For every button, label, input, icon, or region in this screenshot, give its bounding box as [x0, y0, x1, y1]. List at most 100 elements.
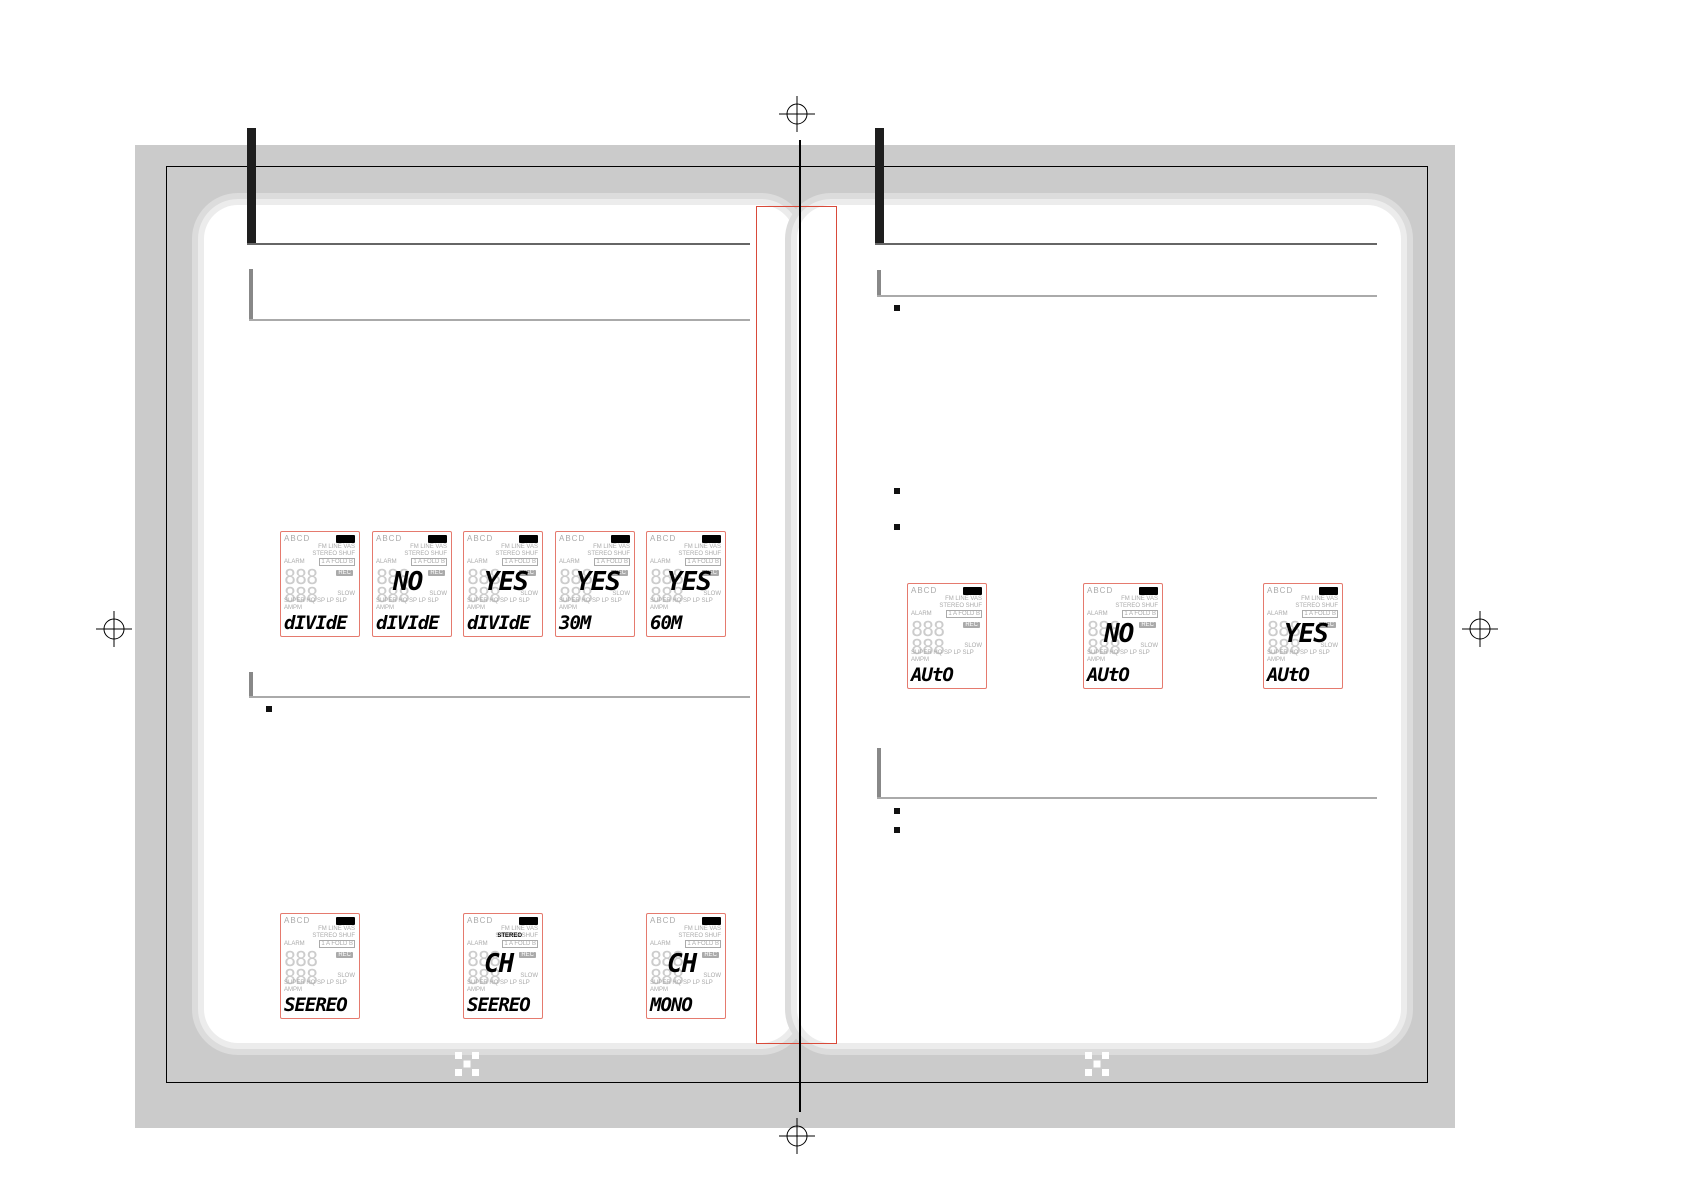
left-header-rule	[247, 243, 750, 245]
registration-mark-left	[96, 611, 132, 647]
battery-icon	[428, 535, 447, 543]
lcd-slow-label: SLOW	[520, 591, 538, 597]
lcd-bottom-text: AUtO	[1087, 664, 1130, 686]
lcd-track-letters: ABCD	[467, 916, 494, 925]
lcd-track-letters: ABCD	[467, 534, 494, 543]
lcd-bottom-text: dIVIdE	[376, 612, 440, 634]
lcd-slow-label: SLOW	[964, 643, 982, 649]
right-section1-bar	[877, 270, 881, 295]
lcd-quality-labels: SUPER HQ SP LP SLP AMPM	[376, 598, 439, 611]
spine-line	[799, 140, 801, 1112]
left-section2-bar	[249, 672, 253, 697]
lcd-main-text: YES	[667, 567, 712, 597]
lcd-quality-labels: SUPER HQ SP LP SLP AMPM	[284, 980, 347, 993]
battery-icon	[611, 535, 630, 543]
lcd-bottom-text: 30M	[559, 612, 591, 634]
lcd-bottom-text: AUtO	[911, 664, 954, 686]
lcd-slow-label: SLOW	[337, 973, 355, 979]
lcd-bottom-text: MONO	[650, 994, 693, 1016]
battery-icon	[963, 587, 982, 595]
lcd-ghost-digits: 888 888	[559, 565, 593, 607]
lcd-ghost-digits: 888 888	[650, 947, 684, 989]
registration-mark-bottom	[779, 1118, 815, 1154]
registration-mark-top	[779, 96, 815, 132]
lcd-mode-labels: FM LINE VAS STEREO SHUF	[404, 544, 447, 557]
lcd-ghost-digits: 888 888	[284, 947, 318, 989]
battery-icon	[1319, 587, 1338, 595]
battery-icon	[702, 535, 721, 543]
lcd-slow-label: SLOW	[520, 973, 538, 979]
lcd-quality-labels: SUPER HQ SP LP SLP AMPM	[1267, 650, 1330, 663]
right-chapter-tab	[875, 128, 884, 244]
lcd-quality-labels: SUPER HQ SP LP SLP AMPM	[1087, 650, 1150, 663]
left-chapter-tab	[247, 128, 256, 244]
right-section1-rule	[877, 295, 1377, 297]
lcd-ghost-digits: 888 888	[650, 565, 684, 607]
lcd-ghost-digits: 888 888	[1087, 617, 1121, 659]
right-bullet-2	[894, 488, 900, 494]
right-bullet-3	[894, 524, 900, 530]
lcd-bottom-text: AUtO	[1267, 664, 1310, 686]
lcd-ghost-digits: 888 888	[467, 947, 501, 989]
lcd-quality-labels: SUPER HQ SP LP SLP AMPM	[467, 980, 530, 993]
battery-icon	[1139, 587, 1158, 595]
lcd-alarm-label: ALARM	[650, 559, 671, 565]
lcd-main-text: CH	[484, 949, 514, 979]
lcd-rec-badge: REC	[702, 952, 719, 958]
lcd-quality-labels: SUPER HQ SP LP SLP AMPM	[559, 598, 622, 611]
lcd-rec-badge: REC	[519, 570, 536, 576]
lcd-mode-labels: FM LINE VAS STEREO SHUF	[939, 596, 982, 609]
lcd-alarm-label: ALARM	[467, 559, 488, 565]
lcd-alarm-label: ALARM	[650, 941, 671, 947]
lcd-rec-badge: REC	[963, 622, 980, 628]
lcd-track-letters: ABCD	[559, 534, 586, 543]
lcd-rec-badge: REC	[519, 952, 536, 958]
lcd-mode-labels: FM LINE VAS STEREO SHUF	[587, 544, 630, 557]
lcd-rec-badge: REC	[336, 570, 353, 576]
right-footer-marker-icon	[1085, 1052, 1109, 1076]
battery-icon	[519, 535, 538, 543]
lcd-rec-badge: REC	[428, 570, 445, 576]
lcd-quality-labels: SUPER HQ SP LP SLP AMPM	[650, 598, 713, 611]
lcd-alarm-label: ALARM	[559, 559, 580, 565]
lcd-quality-labels: SUPER HQ SP LP SLP AMPM	[911, 650, 974, 663]
left-bullet	[266, 706, 272, 712]
battery-icon	[336, 535, 355, 543]
lcd-slow-label: SLOW	[1320, 643, 1338, 649]
lcd-main-text: CH	[667, 949, 697, 979]
lcd-ghost-digits: 888 888	[284, 565, 318, 607]
lcd-slow-label: SLOW	[703, 973, 721, 979]
lcd-alarm-label: ALARM	[376, 559, 397, 565]
battery-icon	[519, 917, 538, 925]
lcd-afold-label: 1 A FOLD B	[502, 940, 538, 948]
right-header-rule	[875, 243, 1377, 245]
lcd-mode-labels: FM LINE VAS STEREO SHUF	[678, 544, 721, 557]
lcd-ghost-digits: 888 888	[1267, 617, 1301, 659]
lcd-rec-badge: REC	[611, 570, 628, 576]
lcd-slow-label: SLOW	[429, 591, 447, 597]
lcd-afold-label: 1 A FOLD B	[946, 610, 982, 618]
lcd-main-text: YES	[1284, 619, 1329, 649]
lcd-afold-label: 1 A FOLD B	[319, 558, 355, 566]
lcd-rec-badge: REC	[336, 952, 353, 958]
lcd-afold-label: 1 A FOLD B	[685, 940, 721, 948]
left-section2-rule	[249, 696, 750, 698]
battery-icon	[336, 917, 355, 925]
lcd-afold-label: 1 A FOLD B	[594, 558, 630, 566]
lcd-alarm-label: ALARM	[911, 611, 932, 617]
right-bullet-1	[894, 305, 900, 311]
lcd-mode-labels: FM LINE VAS STEREO SHUF	[1115, 596, 1158, 609]
lcd-afold-label: 1 A FOLD B	[1302, 610, 1338, 618]
left-footer-marker-icon	[455, 1052, 479, 1076]
lcd-afold-label: 1 A FOLD B	[319, 940, 355, 948]
lcd-bottom-text: dIVIdE	[467, 612, 531, 634]
lcd-rec-badge: REC	[1319, 622, 1336, 628]
lcd-track-letters: ABCD	[284, 534, 311, 543]
lcd-track-letters: ABCD	[1267, 586, 1294, 595]
lcd-ghost-digits: 888 888	[911, 617, 945, 659]
